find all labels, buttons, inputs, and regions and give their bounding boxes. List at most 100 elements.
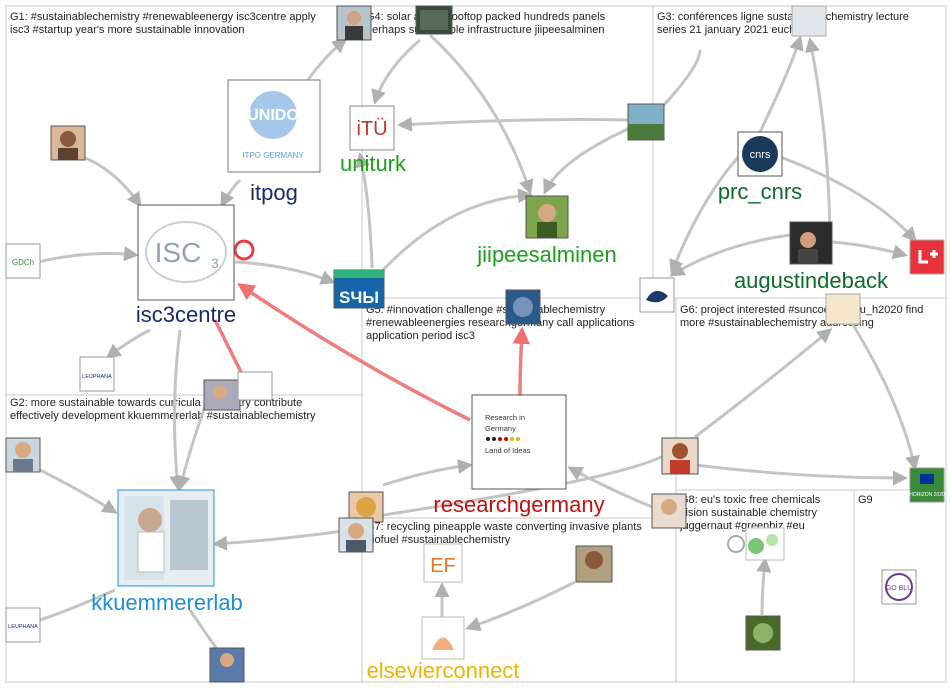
edge-red	[237, 283, 471, 422]
edge	[355, 152, 374, 269]
group-g5-line3: application period isc3	[366, 330, 475, 342]
node-leuphana-2[interactable]: LEUPHANA	[5, 607, 41, 643]
rig-line1: Research in	[485, 413, 525, 422]
edge	[169, 329, 185, 491]
node-uniturk[interactable]: iTÜ	[349, 105, 395, 151]
rig-line2: Germany	[485, 424, 516, 433]
node-photo-g2-top2[interactable]	[237, 371, 273, 401]
edge	[669, 154, 742, 275]
edge	[567, 466, 656, 510]
self-loop	[233, 239, 255, 261]
edge	[758, 35, 804, 133]
group-g7-line1: G7: recycling pineapple waste converting…	[366, 521, 642, 533]
label-uniturk: uniturk	[340, 151, 407, 176]
group-g8-line3: juggernaut #greenbiz #eu	[679, 520, 805, 532]
group-headers: G1: #sustainablechemistry #renewableener…	[10, 11, 923, 546]
group-g4-line1: G4: solar aurum rooftop packed hundreds …	[366, 11, 606, 23]
node-photo-g1-a[interactable]	[50, 125, 86, 161]
label-elsevierconnect: elsevierconnect	[367, 658, 520, 683]
label-prc_cnrs: prc_cnrs	[718, 179, 802, 204]
edge	[397, 116, 631, 132]
group-g3-line2: series 21 january 2021 euchems	[657, 24, 816, 36]
node-photo-g3-top[interactable]	[791, 5, 827, 37]
sdsk-logo-text: SЧЫ	[339, 288, 379, 307]
unido-logo-text: UNIDO	[247, 107, 299, 124]
node-photo-g6-woman[interactable]	[661, 437, 699, 475]
node-photo-g6-sun[interactable]	[825, 293, 861, 325]
edge	[234, 260, 336, 285]
node-elsevierconnect[interactable]	[421, 616, 465, 660]
label-augustindeback: augustindeback	[734, 268, 889, 293]
edge	[804, 37, 832, 251]
edge	[382, 459, 473, 487]
isc3-logo-sub: 3	[211, 255, 219, 271]
node-photo-g4-right[interactable]	[627, 103, 665, 141]
edge	[428, 33, 534, 195]
node-gdch[interactable]: GDCh	[5, 243, 41, 279]
label-isc3centre: isc3centre	[136, 302, 236, 327]
node-photo-g7-man[interactable]	[338, 517, 374, 553]
edge	[694, 463, 908, 486]
node-photo-g7-plate[interactable]	[348, 491, 384, 523]
node-photo-g4-top[interactable]	[336, 5, 372, 41]
node-photo-g5-man[interactable]	[651, 493, 687, 529]
node-kkuemmererlab[interactable]	[117, 489, 215, 587]
group-g5-line1: G5: #innovation challenge #sustainablech…	[366, 304, 606, 316]
node-photo-g8-plant[interactable]	[745, 615, 781, 651]
node-photo-g7-woman[interactable]	[575, 545, 613, 583]
edge	[84, 156, 142, 208]
group-g2-line2: effectively development kkuemmererlab #s…	[10, 410, 316, 422]
label-researchgermany: researchgermany	[433, 492, 604, 517]
node-photo-g2-bottom[interactable]	[209, 647, 245, 683]
edge	[694, 328, 833, 439]
node-photo-g8-spheres[interactable]	[727, 527, 785, 561]
group-g4-line2: perhaps sustainable infrastructure jiipe…	[366, 24, 604, 36]
edge	[371, 38, 421, 105]
group-box-g9	[853, 489, 947, 683]
leuphana-logo-text: LEUPHANA	[82, 374, 112, 380]
label-itpog: itpog	[250, 180, 298, 205]
horizon-logo-text: HORIZON 2020	[909, 492, 945, 498]
node-jiipeesalminen[interactable]	[525, 195, 569, 239]
node-sdsk[interactable]: SЧЫ	[333, 269, 385, 309]
edge	[212, 528, 351, 551]
node-itpog[interactable]: UNIDO ITPO GERMANY	[227, 79, 321, 173]
node-photo-g4-panel[interactable]	[415, 5, 453, 35]
group-g7-line2: biofuel #sustainablechemistry	[366, 534, 511, 546]
group-box-g1	[5, 5, 363, 396]
node-ef[interactable]: EF	[423, 543, 463, 583]
node-isc3centre[interactable]: ISC 3	[137, 204, 235, 301]
rig-line3: Land of Ideas	[485, 446, 531, 455]
node-lplus[interactable]	[909, 239, 945, 275]
node-leuphana-1[interactable]: LEUPHANA	[79, 356, 115, 392]
label-jiipeesalminen: jiipeesalminen	[476, 242, 616, 267]
edge	[465, 580, 576, 632]
node-photo-g5-a[interactable]	[505, 289, 541, 325]
goblu-logo-text: GO BLU	[886, 585, 912, 592]
edge	[39, 588, 116, 622]
gdch-logo-text: GDCh	[12, 258, 34, 267]
edge-red	[512, 326, 531, 396]
cnrs-logo-text: cnrs	[750, 149, 771, 161]
edge-red	[213, 319, 247, 381]
group-g5-line2: #renewableenergies researchgermany call …	[366, 317, 635, 329]
edge	[774, 153, 918, 243]
node-goblu[interactable]: GO BLU	[881, 569, 917, 605]
node-photo-g2-man[interactable]	[5, 437, 41, 473]
edge	[543, 126, 631, 195]
itpo-logo-text: ITPO GERMANY	[242, 151, 304, 160]
node-prc_cnrs[interactable]: cnrs	[737, 131, 783, 177]
node-augustindeback[interactable]	[789, 221, 833, 265]
node-photo-g2-top[interactable]	[203, 379, 241, 411]
edge	[37, 246, 139, 264]
node-photo-g3-map[interactable]	[639, 277, 675, 313]
itu-logo-text: iTÜ	[356, 118, 387, 140]
edge	[756, 557, 772, 616]
group-g9-line1: G9	[858, 494, 873, 506]
node-horizon2020[interactable]: HORIZON 2020	[909, 467, 945, 503]
edge	[381, 188, 533, 272]
group-g1-line2: isc3 #startup year's more sustainable in…	[10, 24, 244, 36]
node-researchgermany[interactable]: Research in Germany Land of Ideas	[471, 394, 567, 490]
